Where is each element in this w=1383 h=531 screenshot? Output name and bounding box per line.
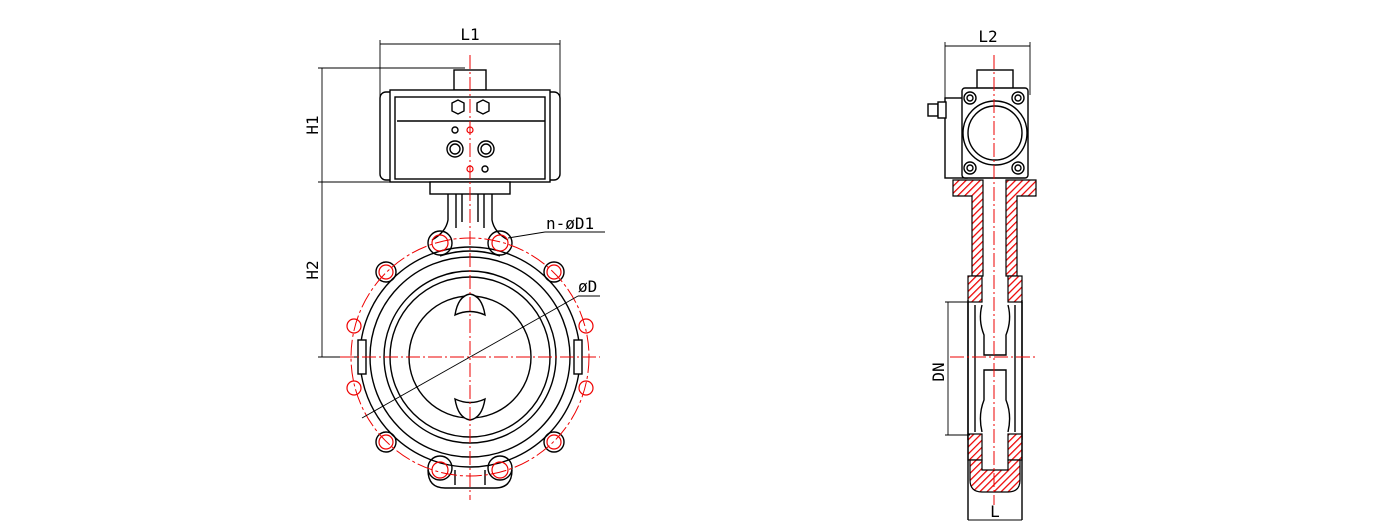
label-l: L: [990, 502, 1000, 521]
leader-d1: n-øD1: [507, 214, 605, 239]
label-l2: L2: [978, 27, 997, 46]
leader-d: øD: [361, 277, 600, 419]
body-section: [952, 179, 1037, 520]
dimension-l1: L1: [379, 25, 561, 100]
label-d: øD: [578, 277, 597, 296]
front-view: L1 H1 H2: [303, 25, 605, 500]
dimension-l: L: [968, 502, 1022, 521]
dimension-dn: DN: [929, 301, 970, 436]
label-n-d1: n-øD1: [546, 214, 594, 233]
actuator-side: [927, 69, 1029, 179]
label-h1: H1: [303, 115, 322, 134]
label-h2: H2: [303, 260, 322, 279]
side-view: L2: [927, 27, 1037, 521]
dimension-h1-h2: H1 H2: [303, 67, 465, 358]
label-dn: DN: [929, 362, 948, 381]
label-l1: L1: [460, 25, 479, 44]
